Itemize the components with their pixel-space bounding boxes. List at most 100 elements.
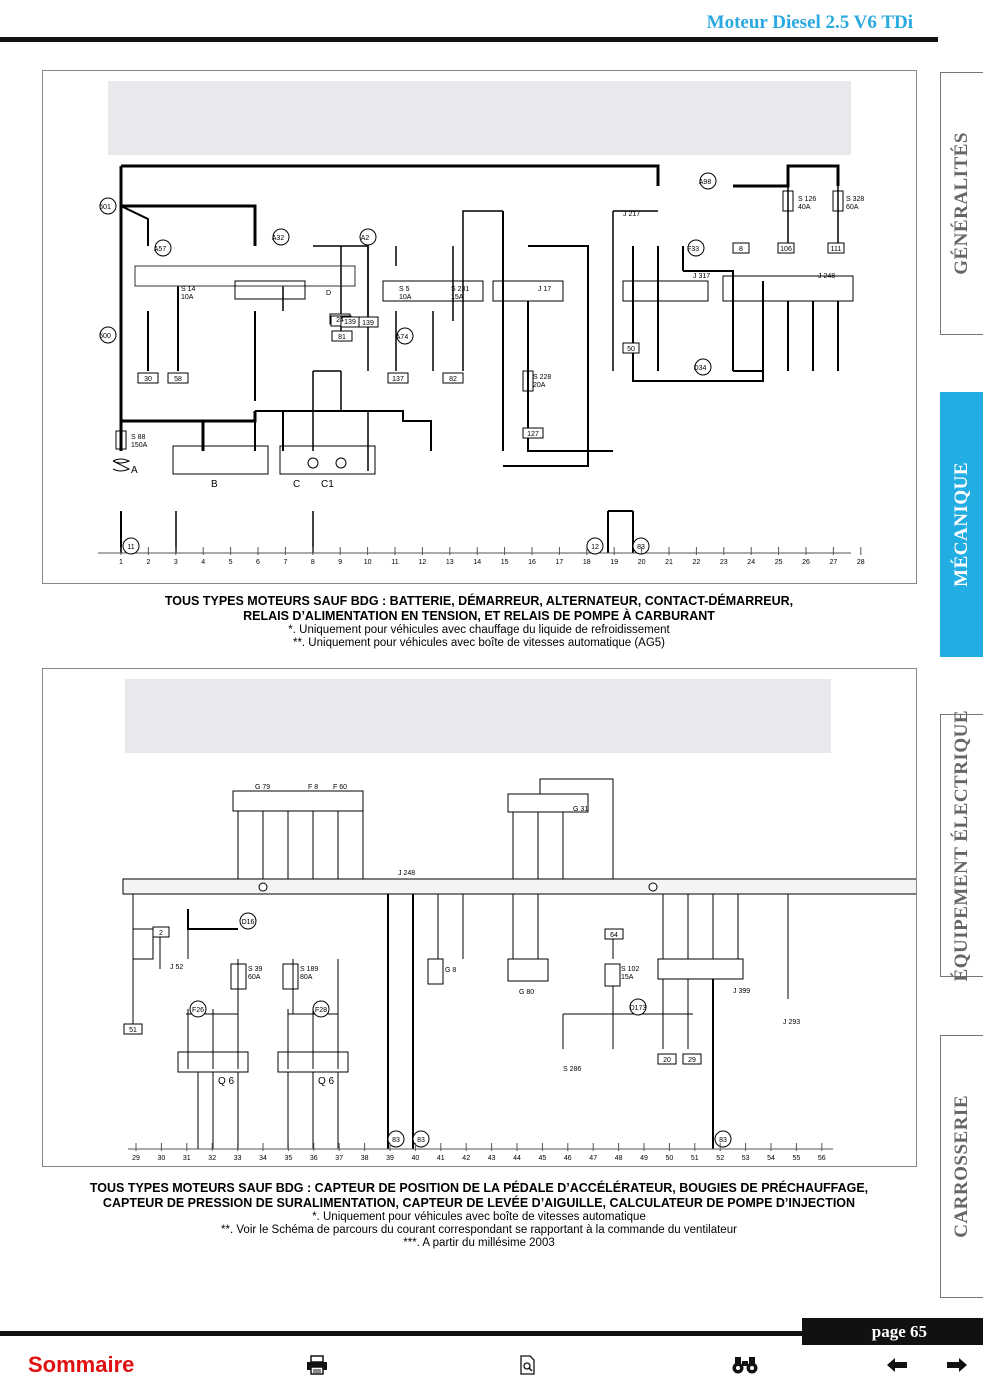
connector-501: 501: [99, 204, 111, 211]
relay-j52: J 52: [170, 964, 183, 971]
fuse-s88-rating: 150A: [131, 442, 148, 449]
diagram-2-note-2: **. Voir le Schéma de parcours du couran…: [221, 1224, 737, 1236]
ground-number: 42: [462, 1155, 470, 1162]
diagram-2-gray-band: [125, 679, 831, 753]
conn-d34: D34: [694, 365, 707, 372]
ground-number: 4: [201, 559, 205, 566]
ground-number: 17: [556, 559, 564, 566]
ref-64: 64: [610, 932, 618, 939]
fuse-s14: S 14: [181, 286, 196, 293]
tab-carrosserie[interactable]: CARROSSERIE: [940, 1035, 983, 1298]
tab-carrosserie-label: CARROSSERIE: [951, 1095, 972, 1238]
fuse-s231: S 231: [451, 286, 469, 293]
ground-number: 19: [610, 559, 618, 566]
conn-f33: F33: [687, 246, 699, 253]
header-title: Moteur Diesel 2.5 V6 TDi: [706, 12, 913, 33]
diagram-1-caption: TOUS TYPES MOTEURS SAUF BDG : BATTERIE, …: [40, 594, 918, 650]
header-rule: [0, 37, 938, 42]
ground-number: 20: [638, 559, 646, 566]
connector-500: 500: [99, 333, 111, 340]
glow-plugs-q6-b: Q 6: [318, 1076, 335, 1087]
printer-icon[interactable]: [306, 1350, 328, 1380]
tab-equipement-electrique[interactable]: ÉQUIPEMENT ÉLECTRIQUE: [940, 710, 983, 981]
starter-b: B: [211, 479, 218, 490]
conn-d16: D16: [242, 919, 255, 926]
diagram-2-schematic: D16 F26 F28 D173 83 83 83 G 79 F 8 F 60 …: [122, 778, 916, 1162]
ground-number: 53: [742, 1155, 750, 1162]
ground-number: 55: [793, 1155, 801, 1162]
ground-11: 11: [127, 544, 134, 551]
ground-number: 10: [364, 559, 372, 566]
sensor-g31: G 31: [573, 806, 588, 813]
ref-82: 82: [449, 376, 457, 383]
ref-81: 81: [338, 334, 346, 341]
regulator-c1: C1: [321, 479, 334, 490]
ground-12: 12: [591, 544, 599, 551]
ground-number: 2: [146, 559, 150, 566]
fuse-s328-rating: 60A: [846, 204, 859, 211]
ref-58: 58: [174, 376, 182, 383]
conn-f28: F28: [315, 1007, 327, 1014]
fuse-s88: S 88: [131, 434, 146, 441]
fuse-s228: S 228: [533, 374, 551, 381]
binoculars-icon[interactable]: [732, 1350, 758, 1380]
ground-number: 29: [132, 1155, 140, 1162]
battery-a: A: [131, 465, 138, 476]
fuse-s328: S 328: [846, 196, 864, 203]
ground-number: 3: [174, 559, 178, 566]
diagram-1-schematic: 501 A57 A32 A2 A74 A98 F33 500 D34 11 12…: [98, 164, 865, 566]
conn-a32: A32: [272, 235, 285, 242]
zoom-page-icon[interactable]: [519, 1350, 537, 1380]
fuse-s39-rating: 60A: [248, 974, 261, 981]
fuse-s14-rating: 10A: [181, 294, 194, 301]
ground-number: 8: [311, 559, 315, 566]
ref-106: 106: [780, 246, 792, 253]
ground-number: 40: [412, 1155, 420, 1162]
ground-number: 44: [513, 1155, 521, 1162]
fuse-s126-rating: 40A: [798, 204, 811, 211]
ground-83-a: 83: [392, 1137, 400, 1144]
ref-51: 51: [129, 1027, 137, 1034]
diagram-1-note-2: **. Uniquement pour véhicules avec boîte…: [292, 637, 666, 649]
tab-mecanique-label: MÉCANIQUE: [951, 462, 972, 587]
fuse-s102-rating: 15A: [621, 974, 634, 981]
ground-number: 56: [818, 1155, 826, 1162]
ground-number: 35: [285, 1155, 293, 1162]
ground-number: 33: [234, 1155, 242, 1162]
glow-plugs-q6-a: Q 6: [218, 1076, 235, 1087]
conn-d173: D173: [630, 1005, 647, 1012]
ecu-j399: J 399: [733, 988, 750, 995]
ground-number: 13: [446, 559, 454, 566]
ground-number: 49: [640, 1155, 648, 1162]
fuse-s231-rating: 15A: [451, 294, 464, 301]
ground-number: 24: [747, 559, 755, 566]
ground-number: 18: [583, 559, 591, 566]
ground-number: 38: [361, 1155, 369, 1162]
ref-30: 30: [144, 376, 152, 383]
sensor-g80: G 80: [519, 989, 534, 996]
wiring-diagram-2: D16 F26 F28 D173 83 83 83 G 79 F 8 F 60 …: [42, 668, 917, 1167]
fuse-s286: S 286: [563, 1066, 581, 1073]
ground-number: 7: [283, 559, 287, 566]
tab-generalites[interactable]: GÉNÉRALITÉS: [940, 72, 983, 335]
ground-number: 45: [539, 1155, 547, 1162]
ecu-j293: J 293: [783, 1019, 800, 1026]
ref-137: 137: [392, 376, 404, 383]
fuse-s5: S 5: [399, 286, 410, 293]
tab-mecanique[interactable]: MÉCANIQUE: [940, 392, 983, 657]
ground-number: 14: [473, 559, 481, 566]
ground-83-c: 83: [719, 1137, 727, 1144]
diagram-2-caption: TOUS TYPES MOTEURS SAUF BDG : CAPTEUR DE…: [40, 1181, 918, 1250]
ground-number: 34: [259, 1155, 267, 1162]
arrow-left-icon[interactable]: [886, 1350, 908, 1380]
ignition-switch-d: D: [326, 290, 331, 297]
sommaire-link[interactable]: Sommaire: [28, 1352, 135, 1377]
arrow-right-icon[interactable]: [946, 1350, 968, 1380]
ground-number: 23: [720, 559, 728, 566]
fuse-s102: S 102: [621, 966, 639, 973]
switch-f60: F 60: [333, 784, 347, 791]
ground-number: 52: [716, 1155, 724, 1162]
ground-number: 43: [488, 1155, 496, 1162]
ground-number: 51: [691, 1155, 699, 1162]
diagram-1-note-1: *. Uniquement pour véhicules avec chauff…: [288, 624, 670, 636]
